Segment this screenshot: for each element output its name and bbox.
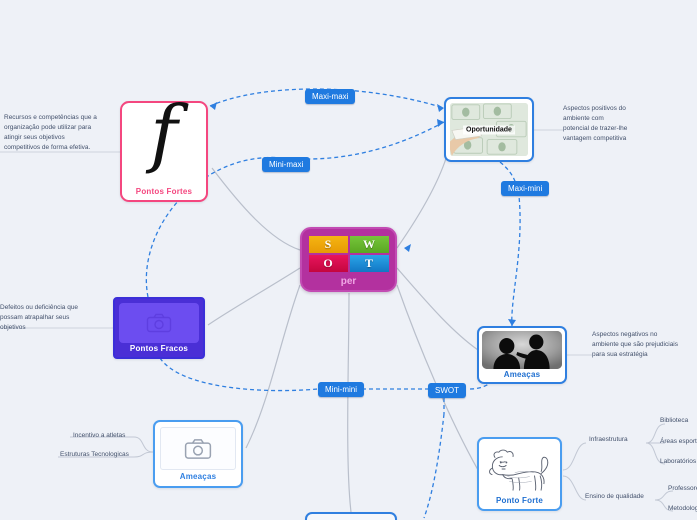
node-ponto-forte[interactable]: Ponto Forte xyxy=(477,437,562,511)
lion-engraving xyxy=(483,443,556,495)
ameacas-photo-caption: Ameaças xyxy=(503,370,541,379)
leaf-areas-esportivas[interactable]: Áreas esportivas xyxy=(660,438,697,445)
ameacas-description: Aspectos negativos no ambiente que são p… xyxy=(592,331,678,359)
node-pontos-fortes[interactable]: f Pontos Fortes xyxy=(120,90,208,202)
camera-placeholder-icon xyxy=(160,427,236,470)
quadrant-s[interactable]: S xyxy=(308,236,348,253)
pontos-fracos-description: Defeitos ou deficiência que possam atrap… xyxy=(0,304,79,332)
leaf-metodologia[interactable]: Metodologia xyxy=(668,505,697,512)
forte-f-glyph: f xyxy=(150,90,178,176)
pontos-fortes-card[interactable]: f Pontos Fortes xyxy=(120,90,208,202)
node-pontos-fracos[interactable]: Pontos Fracos xyxy=(113,297,205,359)
pontos-fracos-caption: Pontos Fracos xyxy=(129,344,189,353)
camera-placeholder-icon xyxy=(119,303,199,343)
ameacas-placeholder-card[interactable]: Ameaças xyxy=(153,420,243,488)
leaf-professores[interactable]: Professores xyxy=(668,485,697,492)
center-caption: per xyxy=(340,276,357,287)
tag-mini-mini[interactable]: Mini-mini xyxy=(318,382,364,397)
swot-card[interactable]: S W O T per xyxy=(300,227,397,292)
quadrant-o[interactable]: O xyxy=(308,255,348,272)
leaf-incentivo-a-atletas[interactable]: Incentivo a atletas xyxy=(73,432,126,439)
center-swot-node[interactable]: S W O T per xyxy=(300,227,397,292)
leaf-infraestrutura[interactable]: Infraestrutura xyxy=(589,436,628,443)
pontos-fracos-card[interactable]: Pontos Fracos xyxy=(113,297,205,359)
quadrant-t[interactable]: T xyxy=(349,255,389,272)
oportunidade-image-label: Oportunidade xyxy=(463,125,515,134)
tag-mini-maxi[interactable]: Mini-maxi xyxy=(262,157,311,172)
tag-maxi-maxi[interactable]: Maxi-maxi xyxy=(305,89,356,104)
leaf-biblioteca[interactable]: Biblioteca xyxy=(660,417,689,424)
node-ameacas-photo[interactable]: Ameaças xyxy=(477,326,567,384)
oportunidade-description: Aspectos positivos do ambiente com poten… xyxy=(563,105,628,143)
leaf-laboratorios[interactable]: Laboratórios xyxy=(660,458,697,465)
bottom-partial-card[interactable] xyxy=(305,512,397,520)
leaf-ensino-de-qualidade[interactable]: Ensino de qualidade xyxy=(585,493,644,500)
ameacas-placeholder-caption: Ameaças xyxy=(179,472,217,481)
tag-maxi-mini[interactable]: Maxi-mini xyxy=(501,181,550,196)
leaf-estruturas-tecnologicas[interactable]: Estruturas Tecnologicas xyxy=(60,451,129,458)
money-photo: Oportunidade xyxy=(450,103,528,156)
quadrant-w[interactable]: W xyxy=(349,236,389,253)
node-ameacas-placeholder[interactable]: Ameaças xyxy=(153,420,243,488)
ameacas-photo-card[interactable]: Ameaças xyxy=(477,326,567,384)
ponto-forte-card[interactable]: Ponto Forte xyxy=(477,437,562,511)
node-oportunidade[interactable]: Oportunidade xyxy=(444,97,534,162)
pontos-fortes-caption: Pontos Fortes xyxy=(135,187,193,196)
ponto-forte-caption: Ponto Forte xyxy=(495,496,544,505)
swot-quadrants: S W O T xyxy=(308,236,389,272)
pontos-fortes-description: Recursos e competências que a organizaçã… xyxy=(4,114,97,152)
oportunidade-card[interactable]: Oportunidade xyxy=(444,97,534,162)
tag-swot[interactable]: SWOT xyxy=(428,383,466,398)
two-silhouettes-photo xyxy=(482,331,562,369)
node-bottom-partial[interactable] xyxy=(305,512,397,520)
